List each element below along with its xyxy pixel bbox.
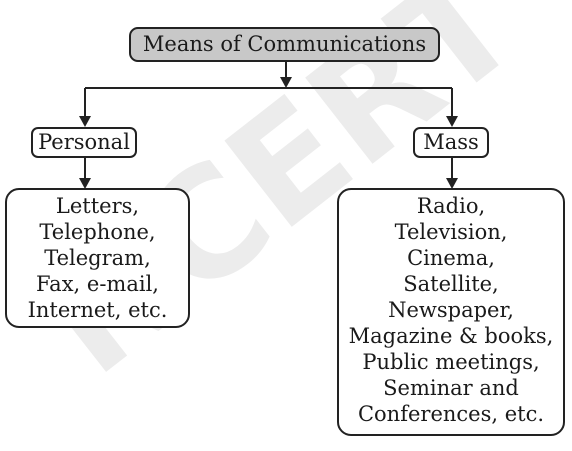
mass-example-item: Newspaper, xyxy=(388,298,514,322)
arrowheads xyxy=(79,77,458,189)
root-node: Means of Communications xyxy=(129,27,440,62)
personal-example-item: Telegram, xyxy=(44,246,151,270)
mass-node-label: Mass xyxy=(423,130,479,154)
personal-example-item: Fax, e-mail, xyxy=(36,272,159,296)
mass-example-item: Public meetings, xyxy=(362,350,540,374)
mass-example-item: Conferences, etc. xyxy=(357,402,545,426)
personal-example-item: Internet, etc. xyxy=(27,298,168,322)
personal-examples-box: Letters, Telephone, Telegram, Fax, e-mai… xyxy=(5,188,190,328)
mass-examples-box: Radio, Television, Cinema, Satellite, Ne… xyxy=(337,188,565,436)
mass-example-item: Satellite, xyxy=(403,272,499,296)
mass-list-arrowhead xyxy=(446,178,458,189)
personal-example-item: Letters, xyxy=(55,194,140,218)
personal-node-label: Personal xyxy=(38,130,130,154)
mass-example-item: Cinema, xyxy=(407,246,495,270)
connectors xyxy=(84,62,453,180)
mass-example-item: Magazine & books, xyxy=(348,324,554,348)
personal-arrowhead xyxy=(79,116,91,127)
mass-arrowhead xyxy=(446,116,458,127)
mass-node: Mass xyxy=(413,127,489,158)
personal-example-item: Telephone, xyxy=(39,220,156,244)
mass-example-item: Radio, xyxy=(416,194,486,218)
root-node-label: Means of Communications xyxy=(142,32,427,56)
root-arrowhead xyxy=(280,77,292,88)
personal-list-arrowhead xyxy=(79,178,91,189)
mass-example-item: Television, xyxy=(394,220,508,244)
mass-example-item: Seminar and xyxy=(383,376,519,400)
personal-node: Personal xyxy=(31,127,137,158)
